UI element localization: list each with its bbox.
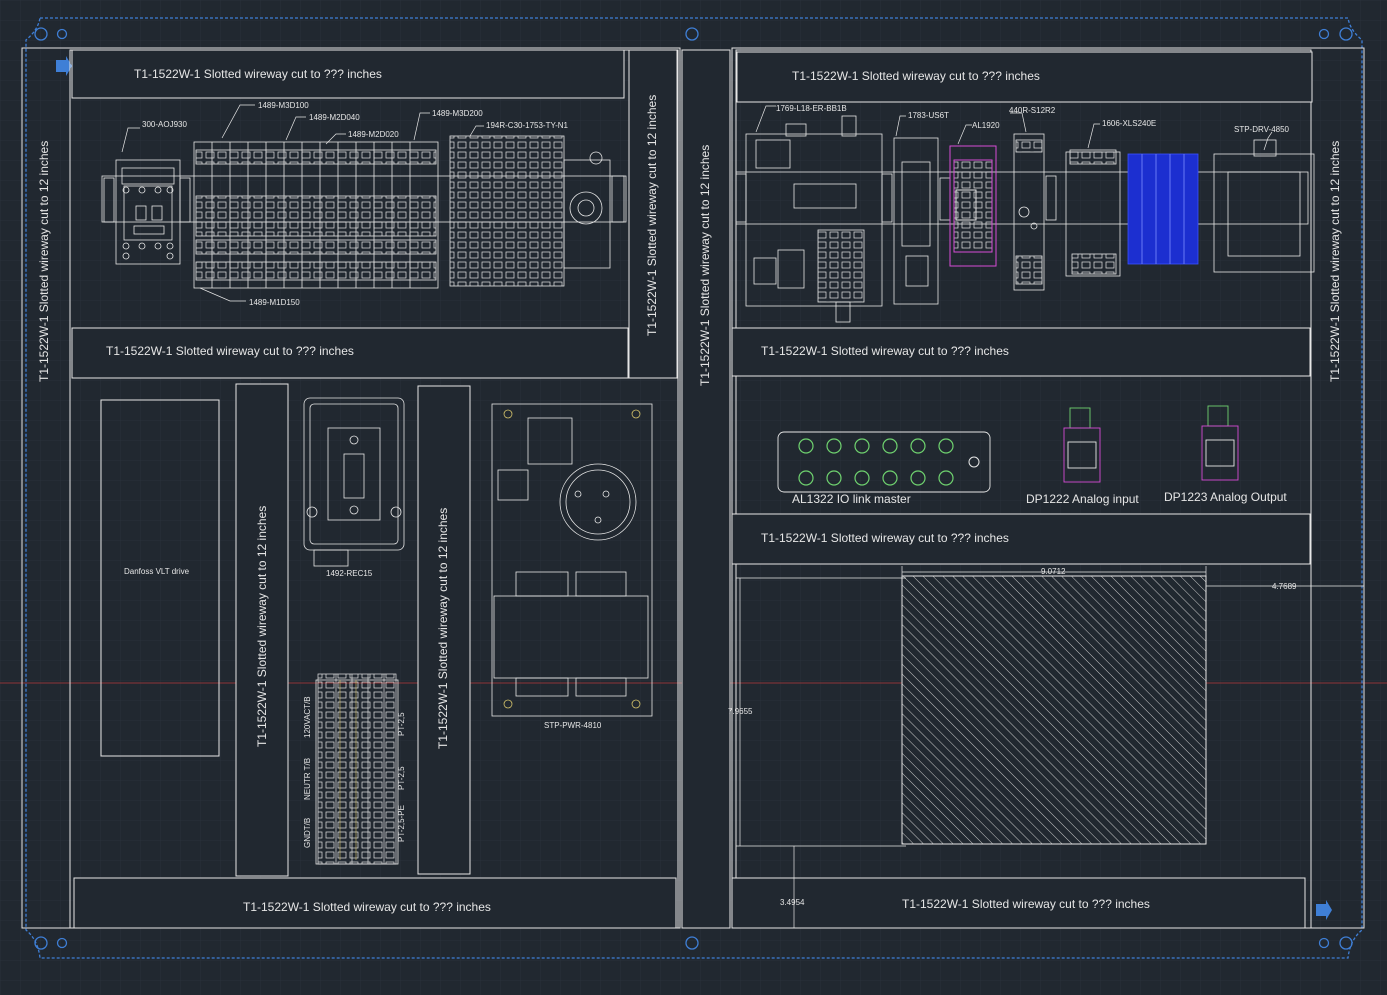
- iolink-al1920[interactable]: [949, 145, 997, 267]
- wireway-h3-label: T1-1522W-1 Slotted wireway cut to ??? in…: [243, 900, 491, 914]
- plc-1769-l18[interactable]: [735, 115, 893, 323]
- label-1489-m2d020: 1489-M2D020: [348, 130, 399, 139]
- iolink-master-al1322[interactable]: [777, 431, 991, 493]
- wireway-h2-label: T1-1522W-1 Slotted wireway cut to ??? in…: [106, 344, 354, 358]
- switch-1783-us6t[interactable]: [893, 137, 951, 305]
- wireway-h2[interactable]: [71, 327, 629, 379]
- wireway-h4-label: T1-1522W-1 Slotted wireway cut to ??? in…: [792, 69, 1040, 83]
- label-stp-pwr-4810: STP-PWR-4810: [544, 721, 602, 730]
- label-1492-rec15: 1492-REC15: [326, 569, 373, 578]
- label-120vac-tb: 120VACT/B: [303, 696, 312, 738]
- label-stp-drv-4850: STP-DRV-4850: [1234, 125, 1290, 134]
- wireway-h7[interactable]: [731, 877, 1306, 929]
- dimension-height: 7.9655: [728, 707, 753, 716]
- label-1769-l18: 1769-L18-ER-BB1B: [776, 104, 847, 113]
- contactor-300-aoj930[interactable]: [103, 159, 191, 265]
- label-194r-c30: 194R-C30-1753-TY-N1: [486, 121, 569, 130]
- terminal-block-strip[interactable]: [317, 673, 397, 865]
- ucs-icon-top: [56, 56, 72, 76]
- wireway-h4[interactable]: [736, 51, 1313, 103]
- wireway-h6-label: T1-1522W-1 Slotted wireway cut to ??? in…: [761, 531, 1009, 545]
- label-1783-us6t: 1783-US6T: [908, 111, 949, 120]
- label-pt25-pe: PT-2,5-PE: [397, 805, 406, 842]
- label-440r-s12r2: 440R-S12R2: [1009, 106, 1056, 115]
- label-neutr-tb: NEUTR T/B: [303, 758, 312, 800]
- label-300-aoj930: 300-AOJ930: [142, 120, 187, 129]
- wireway-left-label: T1-1522W-1 Slotted wireway cut to 12 inc…: [37, 141, 51, 382]
- label-1489-m3d100: 1489-M3D100: [258, 101, 309, 110]
- receptacle-1492-rec15[interactable]: [303, 397, 405, 567]
- label-gnd-tb: GNDT/B: [303, 818, 312, 848]
- wireway-v2[interactable]: [681, 49, 731, 929]
- power-supply-stp-pwr-4810[interactable]: [491, 403, 653, 717]
- label-pt25-a: PT-2,5: [397, 712, 406, 736]
- wireway-right-label: T1-1522W-1 Slotted wireway cut to 12 inc…: [1328, 141, 1342, 382]
- label-1489-m1d150: 1489-M1D150: [249, 298, 300, 307]
- label-danfoss: Danfoss VLT drive: [124, 567, 190, 576]
- ucs-icon-bottom: [1316, 900, 1332, 920]
- label-1489-m2d040: 1489-M2D040: [309, 113, 360, 122]
- breaker-bank-1489[interactable]: [193, 141, 439, 289]
- wireway-v4-label: T1-1522W-1 Slotted wireway cut to 12 inc…: [436, 508, 450, 749]
- dimension-width: 9.0712: [1041, 567, 1066, 576]
- label-dp1222: DP1222 Analog input: [1026, 492, 1139, 506]
- label-pt25-b: PT-2,5: [397, 766, 406, 790]
- dimension-side: 4.7689: [1272, 582, 1297, 591]
- label-1489-m3d200: 1489-M3D200: [432, 109, 483, 118]
- wireway-h5-label: T1-1522W-1 Slotted wireway cut to ??? in…: [761, 344, 1009, 358]
- wireway-h6[interactable]: [731, 513, 1311, 565]
- terminal-block-blue[interactable]: [1127, 153, 1199, 265]
- label-al1920: AL1920: [972, 121, 1000, 130]
- danfoss-vlt-drive[interactable]: Danfoss VLT drive: [100, 399, 220, 757]
- psu-1606-xls240e[interactable]: [1065, 149, 1121, 277]
- wireway-h1[interactable]: [71, 49, 625, 99]
- relay-440r-s12r2[interactable]: [1013, 133, 1057, 291]
- wireway-h1-label: T1-1522W-1 Slotted wireway cut to ??? in…: [134, 67, 382, 81]
- wireway-v2-label: T1-1522W-1 Slotted wireway cut to 12 inc…: [698, 145, 712, 386]
- wireway-v3[interactable]: [235, 383, 289, 877]
- wireway-v3-label: T1-1522W-1 Slotted wireway cut to 12 inc…: [255, 506, 269, 747]
- label-al1322: AL1322 IO link master: [792, 492, 911, 506]
- hatched-cutout-area[interactable]: [901, 575, 1207, 845]
- wireway-v1-label: T1-1522W-1 Slotted wireway cut to 12 inc…: [645, 95, 659, 336]
- disconnect-194r-c30[interactable]: [449, 135, 625, 287]
- analog-output-dp1223[interactable]: [1201, 405, 1239, 481]
- wireway-h3[interactable]: [73, 877, 677, 929]
- label-1606-xls240e: 1606-XLS240E: [1102, 119, 1156, 128]
- wireway-v4[interactable]: [417, 385, 471, 875]
- wireway-v1[interactable]: [628, 49, 678, 379]
- label-dp1223: DP1223 Analog Output: [1164, 490, 1287, 504]
- wireway-h7-label: T1-1522W-1 Slotted wireway cut to ??? in…: [902, 897, 1150, 911]
- dimension-bottom: 3.4954: [780, 898, 805, 907]
- analog-input-dp1222[interactable]: [1063, 407, 1101, 483]
- wireway-h5[interactable]: [731, 327, 1311, 377]
- mounting-holes: [34, 27, 1353, 950]
- driver-stp-drv-4850[interactable]: [1213, 139, 1315, 273]
- enclosure-frame: [25, 17, 1363, 959]
